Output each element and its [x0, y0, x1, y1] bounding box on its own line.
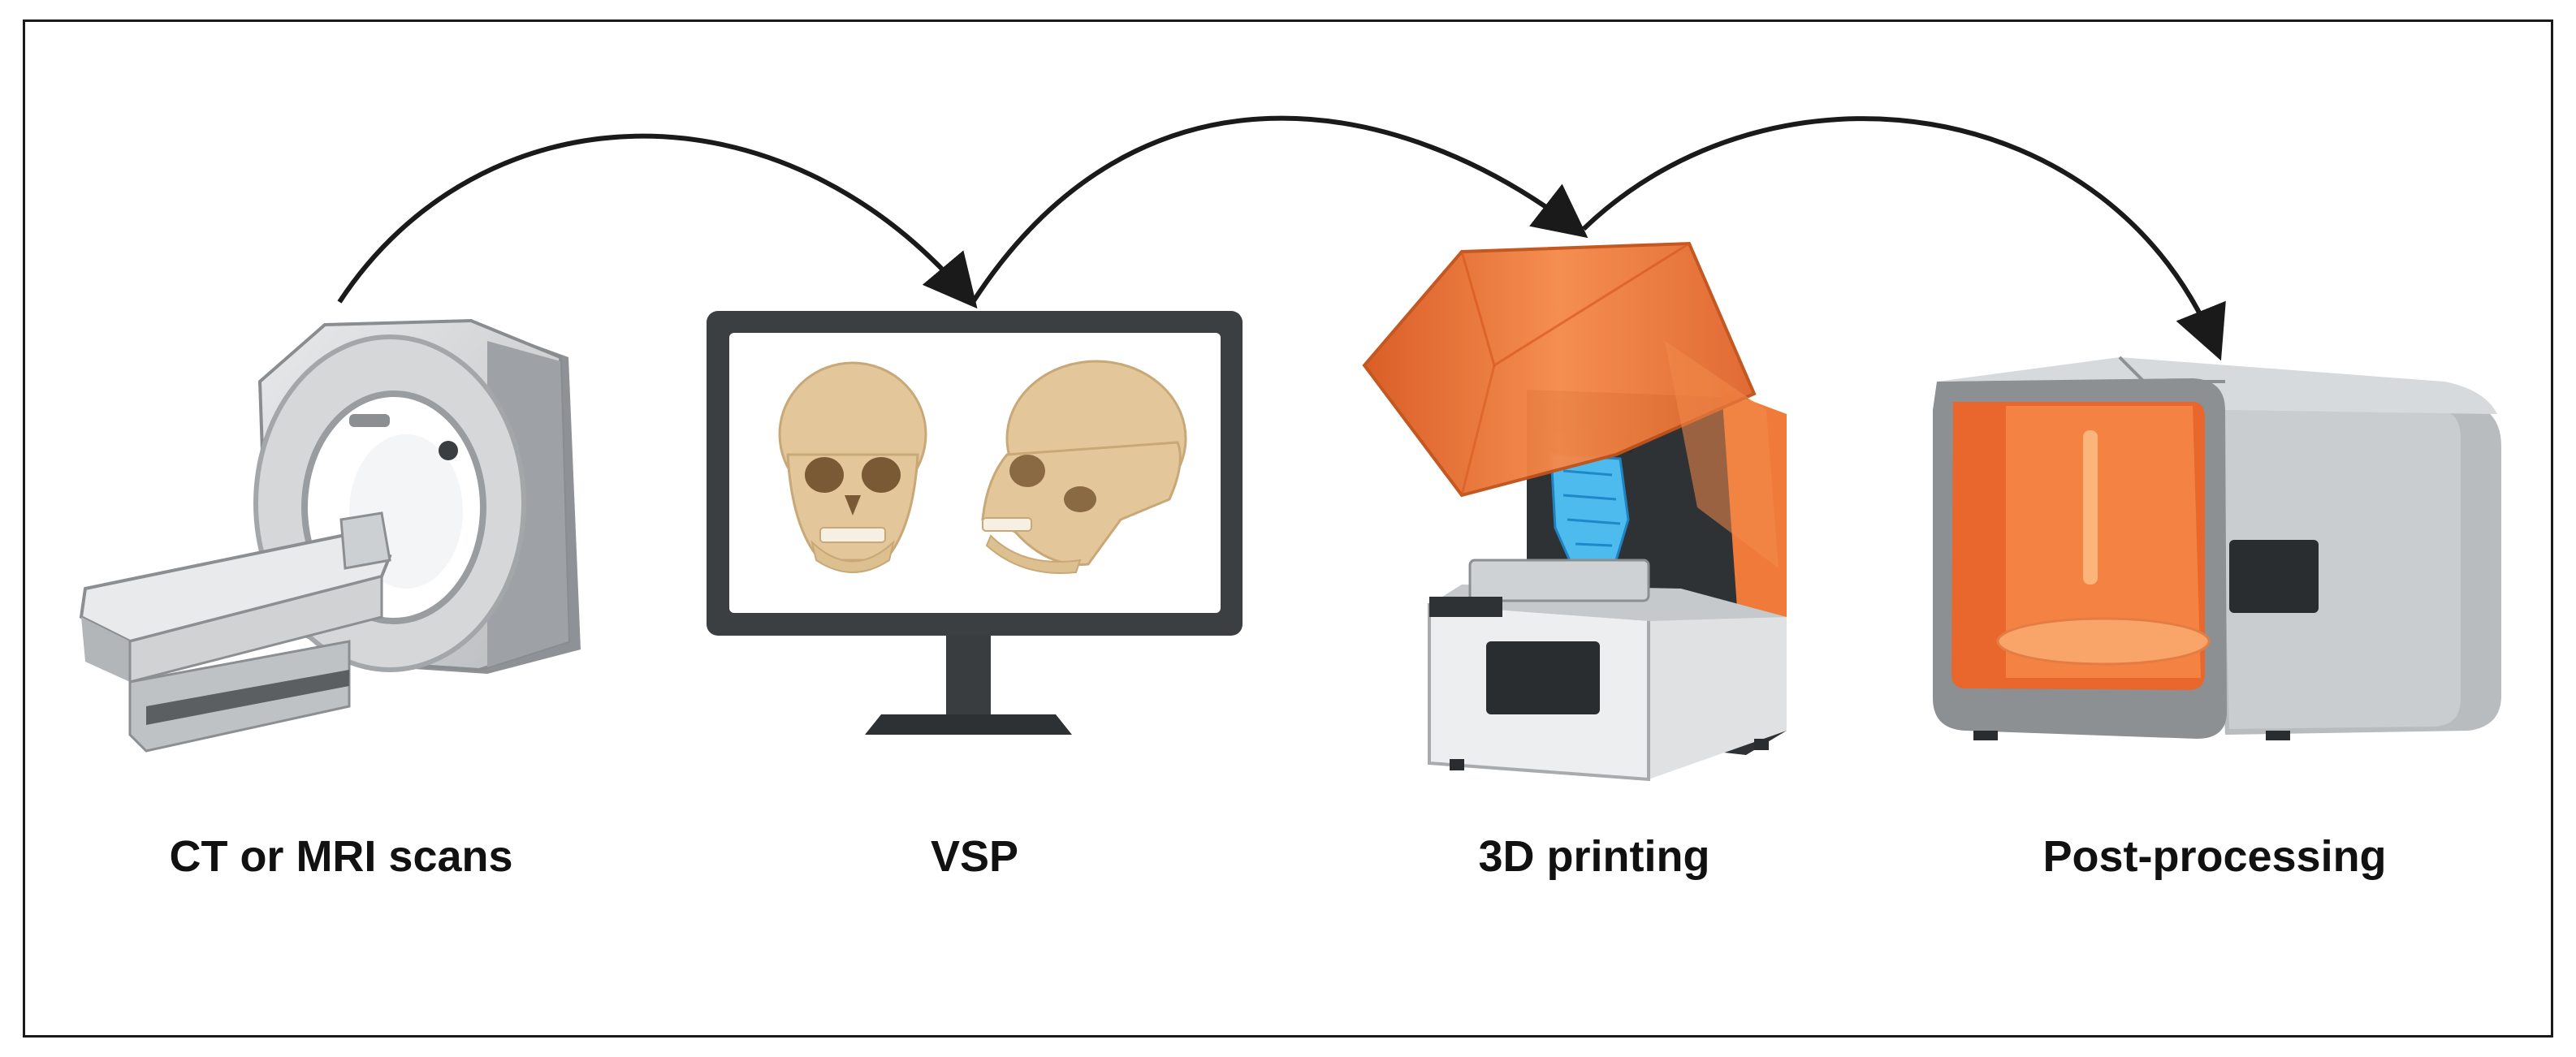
step-label-postprocessing: Post-processing [2042, 832, 2387, 881]
ct-mri-scanner-icon [79, 318, 581, 753]
step-label-scans: CT or MRI scans [169, 832, 513, 881]
step-label-printing: 3D printing [1478, 832, 1710, 881]
skull-side-icon [981, 360, 1187, 575]
step-label-vsp: VSP [930, 832, 1019, 881]
arrow-vsp-to-printing [970, 115, 1588, 304]
skull-front-icon [778, 361, 927, 573]
resin-3d-printer-icon [1362, 241, 1787, 782]
resin-print-part-icon [1549, 453, 1630, 566]
uv-curing-chamber-icon [1933, 356, 2501, 740]
monitor-with-skulls-icon [707, 311, 1243, 735]
arrow-printing-to-postprocessing [1581, 116, 2226, 361]
arrow-scan-to-vsp [337, 133, 978, 309]
